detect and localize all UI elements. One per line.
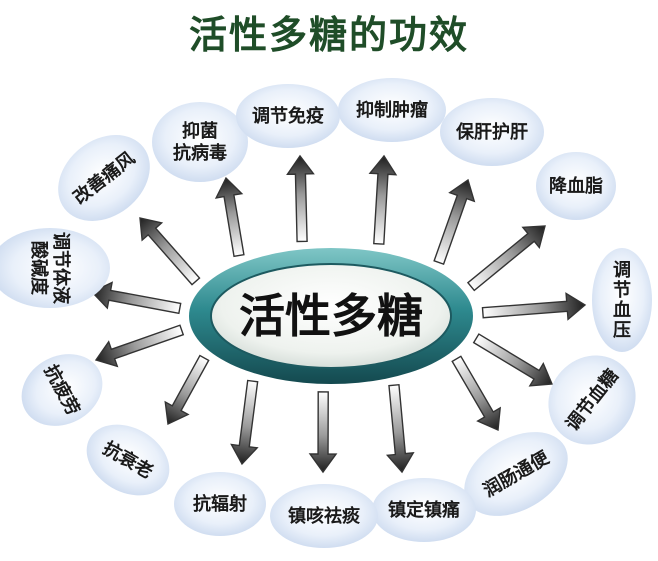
arrow-shape-14 bbox=[139, 217, 201, 286]
bubbles-layer: 抑菌抗病毒调节免疫抑制肿瘤保肝护肝降血脂调节血压调节血糖润肠通便镇定镇痛镇咳祛痰… bbox=[0, 78, 652, 548]
benefit-label-4-0: 降血脂 bbox=[549, 175, 603, 197]
benefit-label-13-0: 调节体液 bbox=[50, 232, 72, 305]
benefit-label-13-1: 酸碱度 bbox=[28, 241, 50, 296]
bubble-shape-0 bbox=[152, 102, 248, 182]
bubble-shape-4 bbox=[536, 152, 616, 220]
benefit-bubble-9: 镇咳祛痰 bbox=[270, 484, 378, 548]
benefit-bubble-2: 抑制肿瘤 bbox=[338, 78, 446, 142]
benefit-label-5-0: 调 bbox=[613, 260, 631, 281]
arrow-1 bbox=[286, 154, 315, 243]
benefit-label-5-1: 节 bbox=[613, 280, 631, 301]
benefit-label-9-0: 镇咳祛痰 bbox=[288, 505, 361, 527]
benefit-label-10-0: 抗辐射 bbox=[193, 493, 247, 515]
arrow-4 bbox=[466, 225, 546, 292]
bubble-shape-6 bbox=[548, 355, 636, 445]
benefit-label-5-2: 血 bbox=[613, 299, 631, 321]
arrow-10 bbox=[230, 379, 259, 466]
bubble-shape-5 bbox=[592, 248, 652, 352]
arrow-shape-1 bbox=[286, 154, 315, 243]
arrow-8 bbox=[385, 383, 415, 474]
benefit-bubble-10: 抗辐射 bbox=[174, 472, 266, 536]
bubble-shape-10 bbox=[174, 472, 266, 536]
benefit-bubble-11: 抗衰老 bbox=[86, 424, 170, 496]
benefit-bubble-7: 润肠通便 bbox=[464, 432, 568, 516]
bubble-shape-9 bbox=[270, 484, 378, 548]
benefit-label-8-0: 镇定镇痛 bbox=[388, 499, 460, 521]
arrow-0 bbox=[214, 176, 245, 258]
benefit-label-1-0: 调节免疫 bbox=[252, 105, 324, 127]
arrow-12 bbox=[94, 324, 185, 368]
benefit-label-0-1: 抗病毒 bbox=[173, 142, 227, 164]
arrow-shape-10 bbox=[230, 379, 259, 466]
center-node: 活性多糖 bbox=[189, 248, 473, 384]
arrow-shape-9 bbox=[308, 391, 338, 474]
arrow-3 bbox=[433, 178, 476, 266]
bubble-shape-14 bbox=[58, 135, 150, 221]
bubble-shape-12 bbox=[21, 354, 103, 426]
bubble-shape-11 bbox=[86, 424, 170, 496]
benefit-bubble-6: 调节血糖 bbox=[548, 355, 636, 445]
arrow-14 bbox=[139, 217, 201, 286]
arrow-9 bbox=[308, 391, 338, 474]
benefit-bubble-12: 抗疲劳 bbox=[21, 354, 103, 426]
benefit-bubble-3: 保肝护肝 bbox=[440, 98, 544, 166]
arrow-shape-7 bbox=[451, 355, 502, 432]
benefit-label-2-0: 抑制肿瘤 bbox=[356, 99, 428, 121]
arrow-shape-2 bbox=[368, 154, 398, 245]
bubble-shape-13 bbox=[0, 228, 110, 308]
center-core bbox=[210, 263, 452, 369]
arrow-7 bbox=[451, 355, 502, 432]
bubble-shape-7 bbox=[464, 432, 568, 516]
arrow-shape-3 bbox=[433, 178, 476, 266]
bubble-shape-2 bbox=[338, 78, 446, 142]
benefit-bubble-14: 改善痛风 bbox=[58, 135, 150, 221]
arrow-5 bbox=[481, 292, 587, 321]
arrow-shape-6 bbox=[472, 333, 554, 387]
benefit-bubble-1: 调节免疫 bbox=[236, 84, 340, 148]
benefit-label-0-0: 抑菌 bbox=[182, 121, 218, 142]
center-label: 活性多糖 bbox=[239, 289, 423, 343]
arrow-shape-12 bbox=[94, 324, 185, 368]
arrow-shape-4 bbox=[466, 225, 546, 292]
bubble-shape-1 bbox=[236, 84, 340, 148]
arrow-shape-8 bbox=[385, 383, 415, 474]
arrow-2 bbox=[368, 154, 398, 245]
benefit-bubble-4: 降血脂 bbox=[536, 152, 616, 220]
arrow-11 bbox=[164, 354, 210, 426]
benefit-label-3-0: 保肝护肝 bbox=[455, 121, 528, 143]
bubble-shape-3 bbox=[440, 98, 544, 166]
arrow-6 bbox=[472, 333, 554, 387]
diagram-title: 活性多糖的功效 bbox=[188, 12, 469, 57]
benefit-bubble-8: 镇定镇痛 bbox=[372, 478, 476, 542]
arrow-shape-5 bbox=[481, 292, 587, 321]
bubble-shape-8 bbox=[372, 478, 476, 542]
arrows-layer bbox=[90, 154, 587, 474]
benefit-label-5-3: 压 bbox=[613, 320, 631, 341]
arrow-shape-0 bbox=[214, 176, 245, 258]
arrow-shape-11 bbox=[164, 354, 210, 426]
